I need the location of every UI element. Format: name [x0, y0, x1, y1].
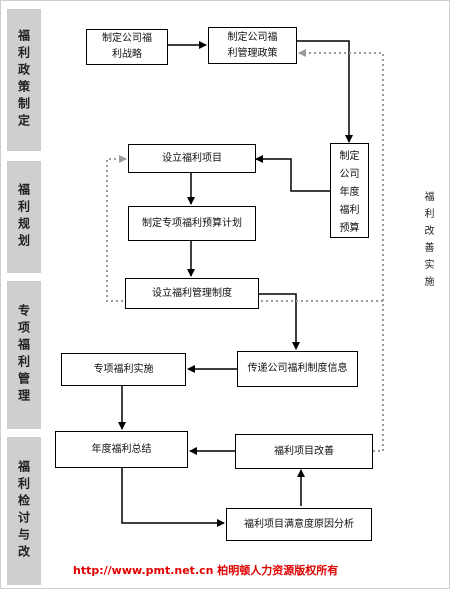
side-note-improvement: 福利改善实施 — [422, 191, 433, 293]
phase-policy: 福利政策制定 — [7, 9, 41, 151]
phase-planning-label: 福利规划 — [16, 183, 31, 251]
feedback-to-set-items — [106, 155, 383, 302]
phase-review-label: 福利检讨与改 — [16, 460, 31, 562]
arrow-summary-to-analysis — [121, 468, 225, 527]
box-policy-management: 制定公司福 利管理政策 — [208, 27, 297, 64]
footer-copyright: http://www.pmt.net.cn 柏明顿人力资源版权所有 — [73, 564, 339, 577]
phase-planning: 福利规划 — [7, 161, 41, 273]
box-annual-summary: 年度福利总结 — [55, 431, 188, 468]
box-annual-budget: 制定 公司 年度 福利 预算 — [330, 143, 369, 238]
box-management-system: 设立福利管理制度 — [125, 278, 259, 309]
box-set-welfare-items: 设立福利项目 — [128, 144, 256, 173]
phase-special-management-label: 专项福利管理 — [16, 304, 31, 406]
box-communicate-info: 传递公司福利制度信息 — [237, 351, 358, 387]
box-satisfaction-analysis: 福利项目满意度原因分析 — [226, 508, 372, 541]
box-special-implementation: 专项福利实施 — [61, 353, 186, 386]
arrow-policy-to-budget — [297, 40, 353, 143]
box-special-budget-plan: 制定专项福利预算计划 — [128, 206, 256, 241]
arrow-budget-to-items — [255, 155, 330, 192]
box-item-improvement: 福利项目改善 — [235, 434, 373, 469]
box-policy-design: 制定公司福 利战略 — [86, 29, 168, 65]
feedback-improve-to-policy — [298, 49, 384, 452]
phase-policy-label: 福利政策制定 — [16, 29, 31, 131]
phase-review: 福利检讨与改 — [7, 437, 41, 585]
arrow-system-to-communicate — [259, 293, 300, 350]
phase-special-management: 专项福利管理 — [7, 281, 41, 429]
